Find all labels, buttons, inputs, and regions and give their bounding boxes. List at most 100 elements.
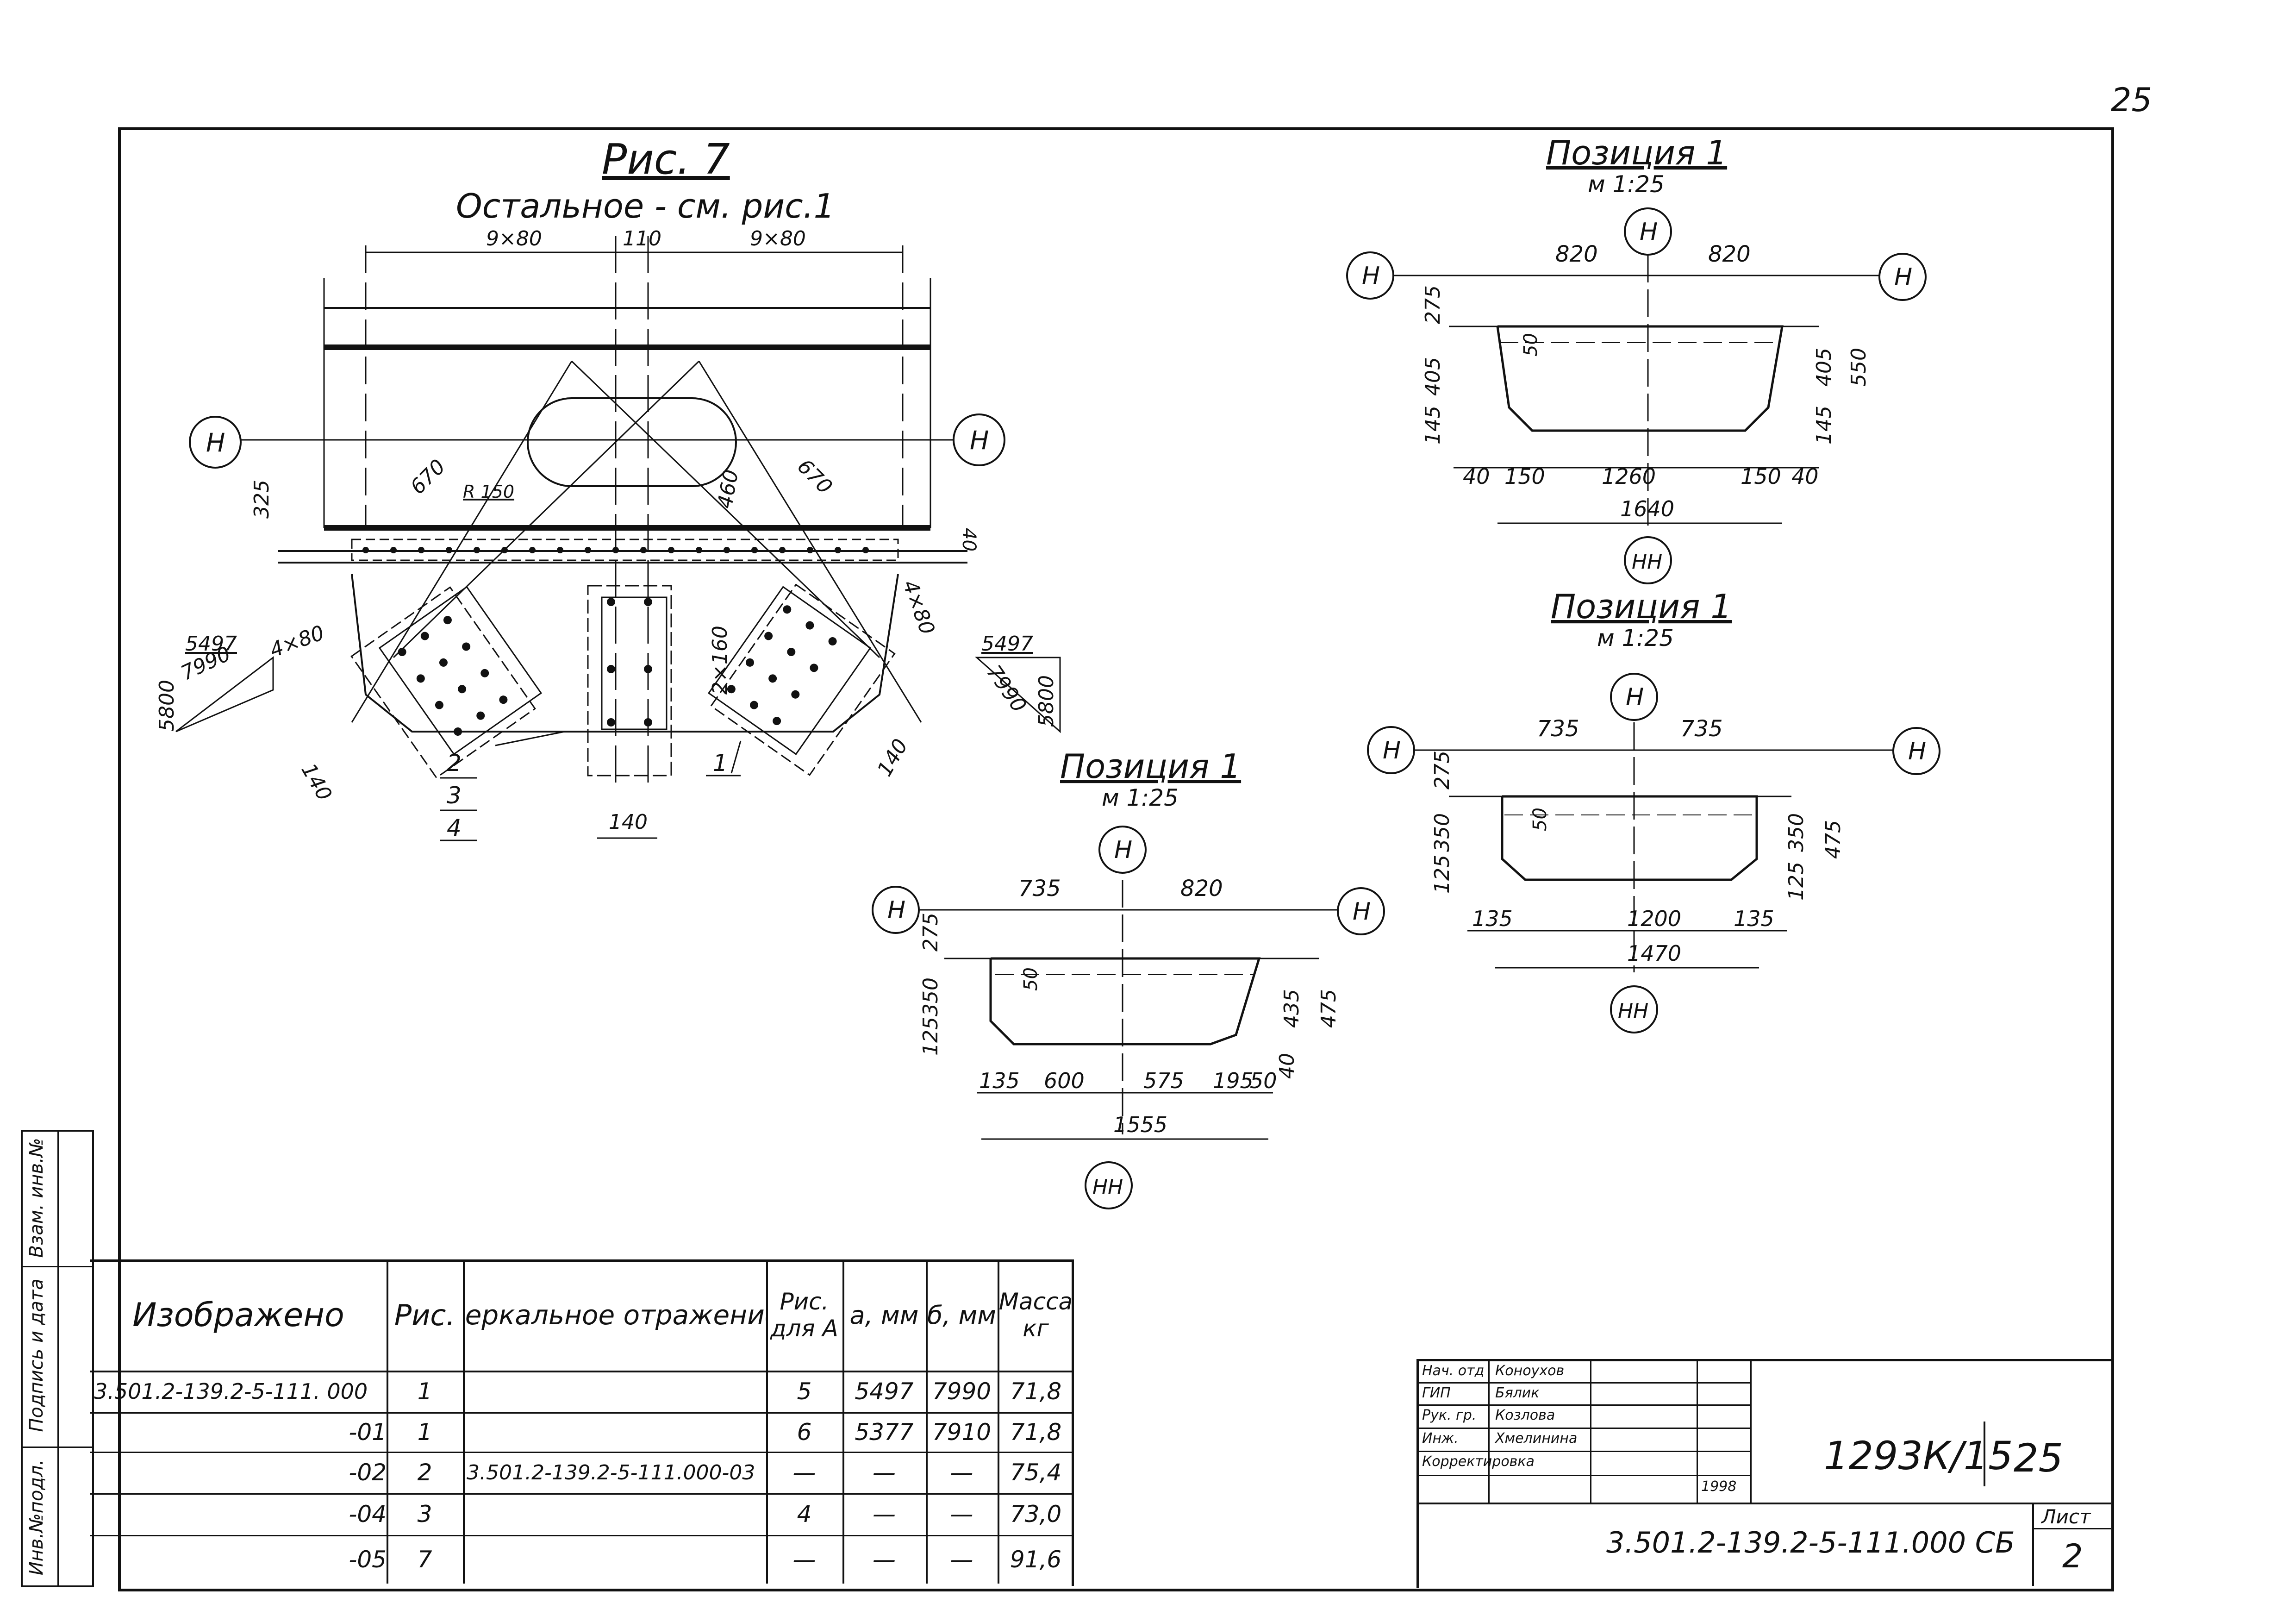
svg-text:820: 820 xyxy=(1555,241,1598,267)
fig7-callout-4: 4 xyxy=(447,814,462,841)
svg-text:735: 735 xyxy=(1680,716,1723,742)
svg-text:820: 820 xyxy=(1180,876,1223,902)
table-cell-r2-c0: -02 xyxy=(349,1459,387,1486)
table-cell-r3-c5: — xyxy=(950,1501,973,1528)
table-cell-r3-c6: 73,0 xyxy=(1010,1501,1062,1528)
svg-text:735: 735 xyxy=(1018,876,1061,902)
table-cell-r4-c0: -05 xyxy=(349,1546,387,1573)
svg-text:550: 550 xyxy=(1847,348,1871,387)
svg-text:405: 405 xyxy=(1812,348,1836,387)
svg-text:Н: Н xyxy=(1383,737,1401,764)
tb-role-3: Инж. xyxy=(1422,1430,1459,1447)
table-cell-r3-c4: — xyxy=(873,1501,896,1528)
svg-text:Н: Н xyxy=(206,428,225,457)
fig7-left-bolt-group xyxy=(350,586,542,779)
table-cell-r1-c2 xyxy=(463,1412,770,1452)
table-cell-r4-c2 xyxy=(463,1535,770,1584)
fig7-dim-670b: 670 xyxy=(792,455,836,499)
svg-text:40: 40 xyxy=(1791,464,1819,489)
table-cell-r2-c5: — xyxy=(950,1459,973,1486)
table-cell-r2-c4: — xyxy=(873,1459,896,1486)
table-cell-r4-c6: 91,6 xyxy=(1010,1546,1062,1573)
pos-mid-scale: м 1:25 xyxy=(1597,625,1674,651)
tb-role-2: Рук. гр. xyxy=(1422,1407,1477,1423)
table-cell-r1-c1: 1 xyxy=(417,1418,432,1446)
table-cell-r0-c0: 3.501.2-139.2-5-111. 000 xyxy=(94,1379,368,1404)
bolt-dot xyxy=(807,547,813,553)
fig7-dim-460: 460 xyxy=(713,468,743,510)
tb-name-1: Бялик xyxy=(1495,1385,1540,1401)
svg-text:435: 435 xyxy=(1280,989,1304,1028)
bolt-dot xyxy=(727,685,736,694)
bolt-dot xyxy=(749,701,758,709)
table-cell-r4-c5: — xyxy=(950,1546,973,1573)
bolt-dot xyxy=(773,717,781,726)
fig7-callout-3: 3 xyxy=(447,782,462,809)
fig7-left-label xyxy=(175,656,274,733)
bolt-dot xyxy=(607,718,615,726)
table-cell-r3-c3: 4 xyxy=(797,1501,812,1528)
tb-sheet-ref: 25 xyxy=(2014,1435,2063,1481)
fig7-dim-40: 40 xyxy=(958,528,980,551)
bolt-dot xyxy=(791,690,800,699)
svg-text:405: 405 xyxy=(1421,357,1445,396)
bolt-dot xyxy=(585,547,591,553)
bolt-dot xyxy=(443,616,452,625)
fig7-axis-right-marker xyxy=(953,413,1005,466)
page-number: 25 xyxy=(2111,81,2152,119)
table-cell-r1-c5: 7910 xyxy=(932,1418,992,1446)
fig7-dim-1: 9×80 xyxy=(486,227,542,251)
pos-top-title: Позиция 1 xyxy=(1546,133,1727,172)
fig7-subtitle: Остальное - см. рис.1 xyxy=(456,187,835,225)
svg-text:5800: 5800 xyxy=(155,680,179,732)
bolt-dot xyxy=(501,547,508,553)
side-stamp-column: Взам. инв.№ Подпись и дата Инв.№подл. xyxy=(21,1130,94,1587)
svg-text:350: 350 xyxy=(1430,813,1454,852)
bolt-dot xyxy=(644,718,652,726)
bolt-dot xyxy=(724,547,730,553)
svg-text:50: 50 xyxy=(1020,967,1042,991)
bolt-dot xyxy=(390,547,397,553)
svg-text:Н: Н xyxy=(1908,738,1926,765)
svg-text:Н: Н xyxy=(1362,262,1380,290)
fig7-dim-4x80-left: 4×80 xyxy=(267,621,327,662)
svg-text:1640: 1640 xyxy=(1620,496,1674,521)
bolt-dot xyxy=(446,547,452,553)
bolt-dot xyxy=(435,701,443,709)
svg-text:150: 150 xyxy=(1741,464,1781,489)
svg-text:1260: 1260 xyxy=(1602,464,1656,489)
fig7-dim-3: 9×80 xyxy=(750,227,806,251)
table-cell-r1-c0: -01 xyxy=(349,1418,387,1446)
fig7-dim-670a: 670 xyxy=(406,455,450,499)
fig7-axis-left-marker xyxy=(189,416,242,469)
table-cell-r4-c1: 7 xyxy=(417,1546,432,1573)
svg-text:475: 475 xyxy=(1317,989,1341,1028)
tb-name-3: Хмелинина xyxy=(1495,1430,1578,1447)
tb-archive: 1293К/15 xyxy=(1824,1433,2013,1478)
sheet-frame xyxy=(118,127,2114,1591)
tb-role-1: ГИП xyxy=(1422,1385,1451,1401)
bolt-dot xyxy=(745,658,754,667)
title-block xyxy=(1416,1359,2113,1588)
pos-mid-title: Позиция 1 xyxy=(1551,587,1732,626)
fig7-drawing: Рис. 7 Остальное - см. рис.1 9×80 110 9×… xyxy=(155,135,1061,841)
bolt-dot xyxy=(764,632,773,640)
spec-table xyxy=(90,1259,1074,1586)
table-cell-r0-c6: 71,8 xyxy=(1010,1378,1062,1405)
fig7-title: Рис. 7 xyxy=(602,135,730,184)
svg-text:НН: НН xyxy=(1618,999,1648,1023)
table-cell-r2-c2: 3.501.2-139.2-5-111.000-03 xyxy=(467,1460,755,1484)
pos-low-drawing: Позиция 1 м 1:25 Н Н Н 735 820 50 275 35… xyxy=(872,747,1385,1209)
svg-text:600: 600 xyxy=(1044,1068,1085,1093)
fig7-dim-140-mid: 140 xyxy=(609,810,648,834)
bolt-dot xyxy=(805,621,814,630)
bolt-dot xyxy=(474,547,480,553)
svg-text:135: 135 xyxy=(979,1068,1020,1093)
col-header-fig: Рис. xyxy=(394,1298,455,1332)
pos-low-scale: м 1:25 xyxy=(1102,784,1179,811)
svg-text:Н: Н xyxy=(970,426,989,455)
bolt-dot xyxy=(787,647,796,656)
fig7-center-plate xyxy=(587,585,672,777)
col-header-mass: Масса кг xyxy=(998,1288,1073,1342)
